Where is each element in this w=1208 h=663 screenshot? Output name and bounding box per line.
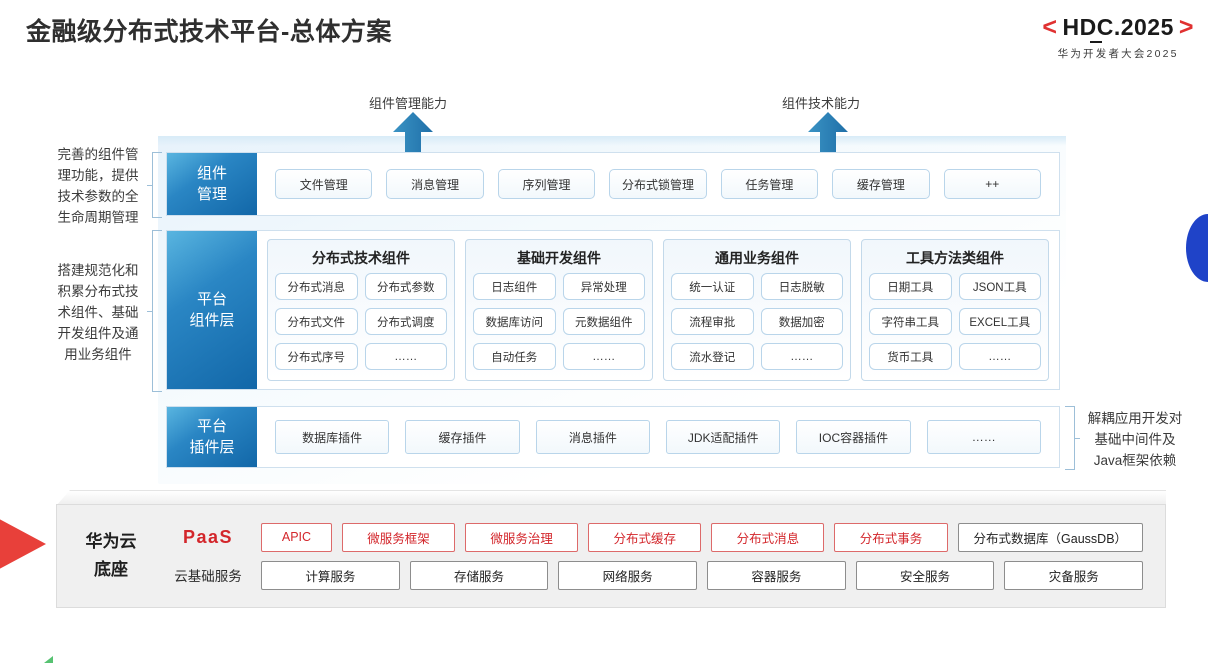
layer-component-management: 组件 管理 文件管理 消息管理 序列管理 分布式锁管理 任务管理 缓存管理 ++ <box>166 152 1060 216</box>
group-basic-development: 基础开发组件 日志组件 异常处理 数据库访问 元数据组件 自动任务 …… <box>465 239 653 381</box>
chip-cache-plugin[interactable]: 缓存插件 <box>405 420 520 454</box>
chip-apic[interactable]: APIC <box>261 522 332 552</box>
chip-distributed-database-gaussdb[interactable]: 分布式数据库（GaussDB） <box>957 522 1143 552</box>
chip-container-service[interactable]: 容器服务 <box>707 560 846 590</box>
chip-distributed-message[interactable]: 分布式消息 <box>275 273 358 300</box>
chip-distributed-file[interactable]: 分布式文件 <box>275 308 358 335</box>
chip-date-tool[interactable]: 日期工具 <box>869 273 952 300</box>
hdc-logo-text: HDC.2025 <box>1062 14 1174 40</box>
left-note-component-management: 完善的组件管 理功能，提供 技术参数的全 生命周期管理 <box>57 147 139 225</box>
chip-message-plugin[interactable]: 消息插件 <box>535 420 650 454</box>
chip-tool-more[interactable]: …… <box>958 343 1041 370</box>
green-tick-decoration <box>44 656 53 663</box>
bracket-platform-component <box>147 230 162 392</box>
group-title-distributed-technology: 分布式技术组件 <box>312 250 410 266</box>
component-technology-capability-arrow-icon <box>808 112 848 160</box>
component-management-capability-label: 组件管理能力 <box>369 96 448 111</box>
chip-security-service[interactable]: 安全服务 <box>855 560 995 590</box>
chip-microservice-framework[interactable]: 微服务框架 <box>341 522 456 552</box>
chip-database-access[interactable]: 数据库访问 <box>473 308 556 335</box>
chip-distributed-schedule[interactable]: 分布式调度 <box>364 308 447 335</box>
chip-process-approval[interactable]: 流程审批 <box>671 308 754 335</box>
layer-label-platform-plugin: 平台 插件层 <box>167 407 257 467</box>
chip-distributed-param[interactable]: 分布式参数 <box>364 273 447 300</box>
chip-disaster-recovery-service[interactable]: 灾备服务 <box>1004 560 1144 590</box>
chip-basic-more[interactable]: …… <box>562 343 645 370</box>
chip-exception-handling[interactable]: 异常处理 <box>562 273 645 300</box>
group-distributed-technology: 分布式技术组件 分布式消息 分布式参数 分布式文件 分布式调度 分布式序号 …… <box>267 239 455 381</box>
chip-log-component[interactable]: 日志组件 <box>473 273 556 300</box>
chip-unified-auth[interactable]: 统一认证 <box>671 273 754 300</box>
chip-network-service[interactable]: 网络服务 <box>558 560 698 590</box>
foundation-slab: 华为云 底座 PaaS APIC 微服务框架 微服务治理 分布式缓存 分布式消息… <box>56 504 1166 608</box>
chip-currency-tool[interactable]: 货币工具 <box>869 343 952 370</box>
chip-plugin-more[interactable]: …… <box>926 420 1041 454</box>
layer-body-platform-plugin: 数据库插件 缓存插件 消息插件 JDK适配插件 IOC容器插件 …… <box>257 407 1059 467</box>
blue-lens-decoration <box>1186 214 1208 282</box>
group-title-basic-development: 基础开发组件 <box>517 250 601 266</box>
hdc-logo: < HDC.2025 > 华为开发者大会2025 <box>1042 14 1194 61</box>
group-common-business: 通用业务组件 统一认证 日志脱敏 流程审批 数据加密 流水登记 …… <box>663 239 851 381</box>
chip-paas-distributed-transaction[interactable]: 分布式事务 <box>834 522 948 552</box>
chip-jdk-adapter-plugin[interactable]: JDK适配插件 <box>665 420 781 454</box>
foundation-row-cloud-basic: 云基础服务 计算服务 存储服务 网络服务 容器服务 安全服务 灾备服务 <box>165 560 1144 590</box>
hdc-bracket-left-icon: < <box>1042 13 1058 41</box>
layer-label-platform-component: 平台 组件层 <box>167 231 257 389</box>
layer-platform-plugin: 平台 插件层 数据库插件 缓存插件 消息插件 JDK适配插件 IOC容器插件 …… <box>166 406 1060 468</box>
left-note-platform-components: 搭建规范化和 积累分布式技 术组件、基础 开发组件及通 用业务组件 <box>57 263 139 362</box>
chip-distributed-sequence[interactable]: 分布式序号 <box>275 343 358 370</box>
hdc-logo-subtitle: 华为开发者大会2025 <box>1057 48 1179 60</box>
group-title-common-business: 通用业务组件 <box>715 250 799 266</box>
chip-microservice-governance[interactable]: 微服务治理 <box>465 522 579 552</box>
paas-label: PaaS <box>182 526 234 547</box>
layer-body-component-management: 文件管理 消息管理 序列管理 分布式锁管理 任务管理 缓存管理 ++ <box>257 153 1059 215</box>
bracket-component-management <box>147 152 162 218</box>
hdc-bracket-right-icon: > <box>1178 13 1194 41</box>
chip-cache-management[interactable]: 缓存管理 <box>832 169 930 199</box>
chip-log-masking[interactable]: 日志脱敏 <box>760 273 843 300</box>
chip-database-plugin[interactable]: 数据库插件 <box>275 420 390 454</box>
chip-sequence-management[interactable]: 序列管理 <box>497 169 596 199</box>
chip-metadata-component[interactable]: 元数据组件 <box>562 308 645 335</box>
chip-compute-service[interactable]: 计算服务 <box>261 560 400 590</box>
layer-body-platform-component: 分布式技术组件 分布式消息 分布式参数 分布式文件 分布式调度 分布式序号 ……… <box>257 231 1059 389</box>
chip-paas-distributed-cache[interactable]: 分布式缓存 <box>588 522 702 552</box>
chip-paas-distributed-message[interactable]: 分布式消息 <box>711 522 825 552</box>
red-wedge-decoration <box>0 500 46 588</box>
chip-file-management[interactable]: 文件管理 <box>275 169 373 199</box>
chip-data-encryption[interactable]: 数据加密 <box>760 308 843 335</box>
chip-business-more[interactable]: …… <box>760 343 843 370</box>
chip-distributed-lock-management[interactable]: 分布式锁管理 <box>609 169 707 199</box>
component-technology-capability-label: 组件技术能力 <box>782 96 861 111</box>
component-management-capability-arrow-icon <box>393 112 433 160</box>
hdc-underline-icon <box>1089 41 1102 43</box>
foundation-row-paas: PaaS APIC 微服务框架 微服务治理 分布式缓存 分布式消息 分布式事务 … <box>165 522 1143 552</box>
group-title-tool-methods: 工具方法类组件 <box>906 250 1004 266</box>
chip-message-management[interactable]: 消息管理 <box>386 169 484 199</box>
chip-ioc-container-plugin[interactable]: IOC容器插件 <box>796 420 911 454</box>
right-note-decoupling: 解耦应用开发对 基础中间件及 Java框架依赖 <box>1087 411 1183 468</box>
chip-task-management[interactable]: 任务管理 <box>720 169 819 199</box>
chip-more-plus[interactable]: ++ <box>943 169 1041 199</box>
bracket-plugin-layer <box>1065 406 1080 470</box>
chip-transaction-record[interactable]: 流水登记 <box>671 343 754 370</box>
chip-auto-task[interactable]: 自动任务 <box>473 343 556 370</box>
foundation-slab-bevel <box>56 490 1166 506</box>
layer-platform-component: 平台 组件层 分布式技术组件 分布式消息 分布式参数 分布式文件 分布式调度 分… <box>166 230 1060 390</box>
chip-excel-tool[interactable]: EXCEL工具 <box>958 308 1041 335</box>
group-tool-methods: 工具方法类组件 日期工具 JSON工具 字符串工具 EXCEL工具 货币工具 …… <box>861 239 1049 381</box>
cloud-basic-service-label: 云基础服务 <box>174 569 242 584</box>
chip-json-tool[interactable]: JSON工具 <box>958 273 1041 300</box>
foundation-title: 华为云 底座 <box>85 532 137 579</box>
chip-distributed-more[interactable]: …… <box>364 343 447 370</box>
chip-string-tool[interactable]: 字符串工具 <box>869 308 952 335</box>
hdc-logo-main: < HDC.2025 > <box>1042 13 1194 43</box>
layer-label-component-management: 组件 管理 <box>167 153 257 215</box>
page-title: 金融级分布式技术平台-总体方案 <box>26 18 392 46</box>
chip-storage-service[interactable]: 存储服务 <box>409 560 549 590</box>
